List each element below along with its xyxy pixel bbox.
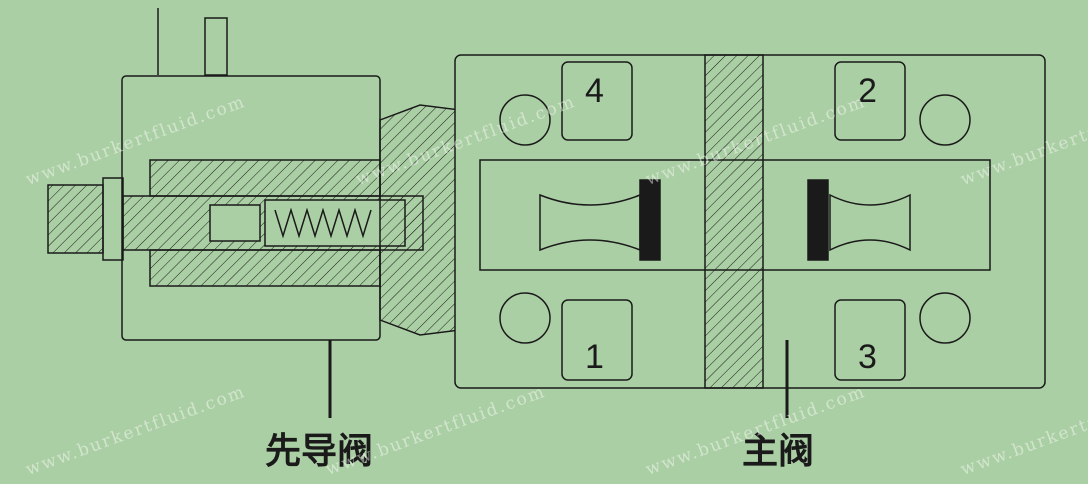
port-4-cavity	[561, 61, 633, 141]
port-1-label: 1	[585, 338, 604, 376]
spade-terminal	[204, 17, 228, 76]
channel-circle	[919, 292, 971, 344]
nut	[47, 184, 104, 254]
seal-left	[639, 179, 661, 261]
plunger	[209, 204, 261, 242]
channel-circle	[499, 292, 551, 344]
spool-bore	[479, 159, 991, 271]
spring	[274, 207, 372, 239]
port-1-cavity	[561, 299, 633, 381]
coil-winding-bottom	[149, 249, 381, 287]
port-2-label: 2	[858, 72, 877, 110]
coil-winding-top	[149, 159, 381, 197]
port-3-label: 3	[858, 338, 877, 376]
channel-circle	[919, 94, 971, 146]
spool-right	[829, 193, 911, 252]
main-valve-label: 主阀	[742, 431, 815, 472]
port-2-cavity	[834, 61, 906, 141]
center-plate	[704, 54, 764, 389]
port-3-cavity	[834, 299, 906, 381]
pilot-valve-label: 先导阀	[265, 431, 374, 472]
seal-right	[807, 179, 829, 261]
nut-collar	[102, 177, 124, 261]
channel-circle	[499, 94, 551, 146]
port-4-label: 4	[585, 72, 604, 110]
